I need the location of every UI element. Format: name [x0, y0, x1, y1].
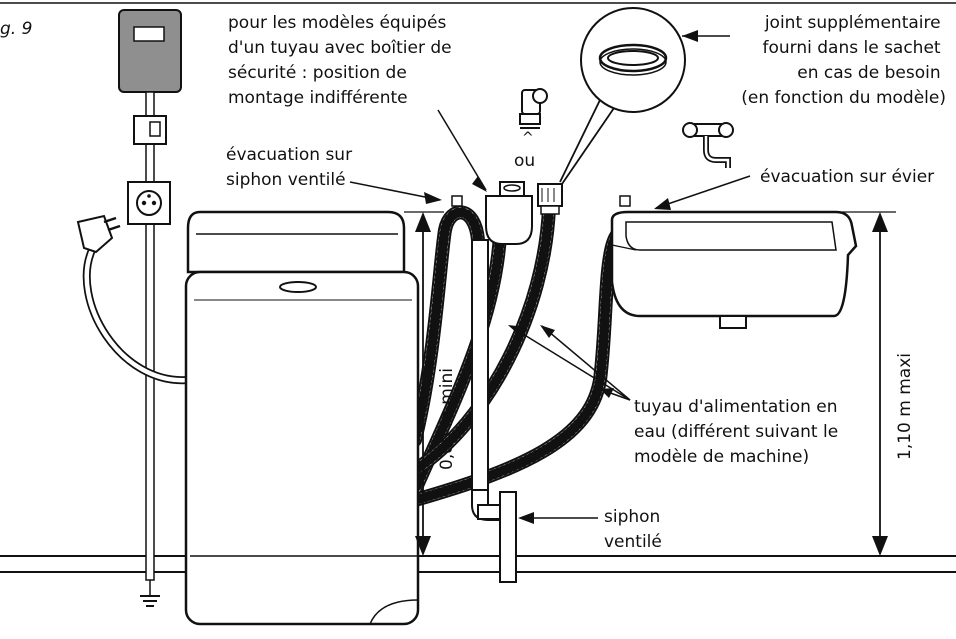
sink — [610, 195, 858, 329]
svg-text:^: ^ — [522, 130, 534, 146]
washing-machine — [184, 210, 420, 626]
vented-drain-label: évacuation sur siphon ventilé — [226, 145, 357, 190]
max-height-dimension — [836, 211, 896, 556]
water-hose-label: tuyau d'alimentation en eau (différent s… — [634, 397, 844, 467]
ground-icon — [140, 580, 160, 607]
tap-connector — [537, 183, 563, 215]
or-label: ou — [514, 151, 535, 171]
power-plug — [76, 214, 114, 254]
tap-icon: ^ — [519, 88, 548, 146]
wall-tap-icon — [682, 122, 734, 168]
floor — [0, 555, 956, 573]
sink-drain-label: évacuation sur évier — [760, 167, 934, 187]
safety-box — [485, 181, 533, 245]
electrical-supply — [76, 9, 189, 607]
electric-meter — [118, 9, 182, 93]
figure-label: g. 9 — [0, 19, 32, 39]
gasket-label: joint supplémentaire fourni dans le sach… — [741, 13, 946, 108]
max-height-label: 1,10 m maxi — [895, 353, 915, 460]
meter-display — [133, 26, 165, 42]
arrow-heads — [424, 30, 698, 524]
gasket-bubble — [559, 7, 686, 185]
vented-siphon — [451, 195, 517, 583]
min-height-dimension — [404, 211, 444, 556]
min-height-label: 0,80 m mini — [437, 368, 457, 470]
siphon-label: siphon ventilé — [604, 507, 666, 552]
safety-box-label: pour les modèles équipés d'un tuyau avec… — [228, 13, 457, 108]
